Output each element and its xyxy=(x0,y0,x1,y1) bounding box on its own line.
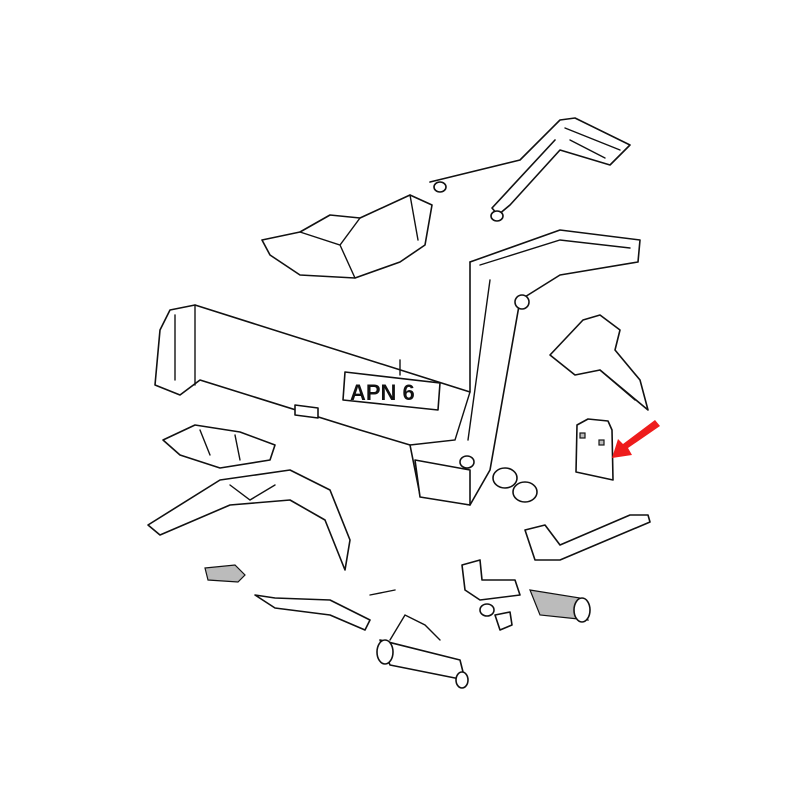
rear-side-cover[interactable] xyxy=(549,314,649,411)
side-plate[interactable] xyxy=(575,418,614,481)
pedal-rubber[interactable] xyxy=(204,564,246,583)
brake-pedal[interactable] xyxy=(254,589,469,689)
frame-label: APN 6 xyxy=(350,380,415,405)
rear-rack[interactable] xyxy=(429,117,631,222)
front-mudguard[interactable] xyxy=(147,469,351,571)
highlight-arrow xyxy=(612,420,660,458)
bushings[interactable] xyxy=(492,467,538,503)
front-bracket[interactable] xyxy=(162,424,276,469)
main-frame[interactable]: APN 6 xyxy=(154,229,641,506)
footrest[interactable] xyxy=(461,559,591,631)
kickstand[interactable] xyxy=(524,514,651,561)
seat-cover[interactable] xyxy=(261,194,433,279)
